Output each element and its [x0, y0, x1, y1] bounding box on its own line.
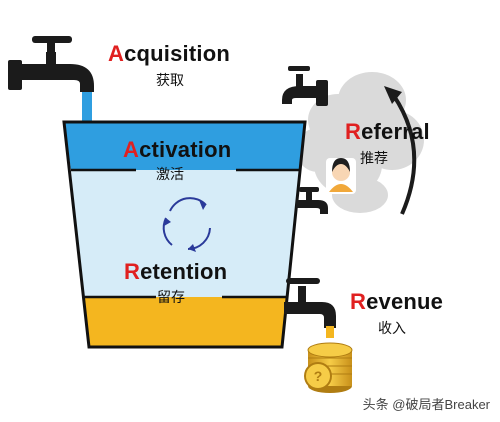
cycle-arrows-icon: [162, 197, 211, 252]
referral-faucet-icon: [282, 66, 328, 106]
acquisition-subtitle: 获取: [156, 72, 184, 88]
referral-outlet-faucet-icon: [296, 187, 328, 214]
revenue-subtitle: 收入: [378, 320, 406, 336]
retention-title: Retention: [124, 259, 228, 284]
referral-subtitle: 推荐: [360, 150, 388, 166]
activation-subtitle: 激活: [156, 166, 184, 182]
revenue-faucet-icon: [284, 278, 336, 328]
svg-text:?: ?: [314, 368, 323, 384]
curved-arrow-icon: [384, 86, 417, 215]
referral-title: Referral: [345, 119, 430, 144]
coins-icon: ?: [304, 342, 353, 393]
acquisition-faucet-icon: [8, 36, 94, 92]
watermark: 头条 @破局者Breaker: [362, 397, 490, 412]
acquisition-water-stream: [82, 88, 92, 128]
revenue-band: [84, 297, 287, 347]
retention-band: [71, 170, 299, 297]
activation-band: [64, 122, 305, 170]
retention-subtitle: 留存: [157, 289, 185, 305]
person-icon: [326, 158, 356, 194]
activation-title: Activation: [123, 137, 232, 162]
revenue-stream: [326, 326, 334, 338]
acquisition-title: Acquisition: [108, 41, 230, 66]
revenue-title: Revenue: [350, 289, 444, 314]
